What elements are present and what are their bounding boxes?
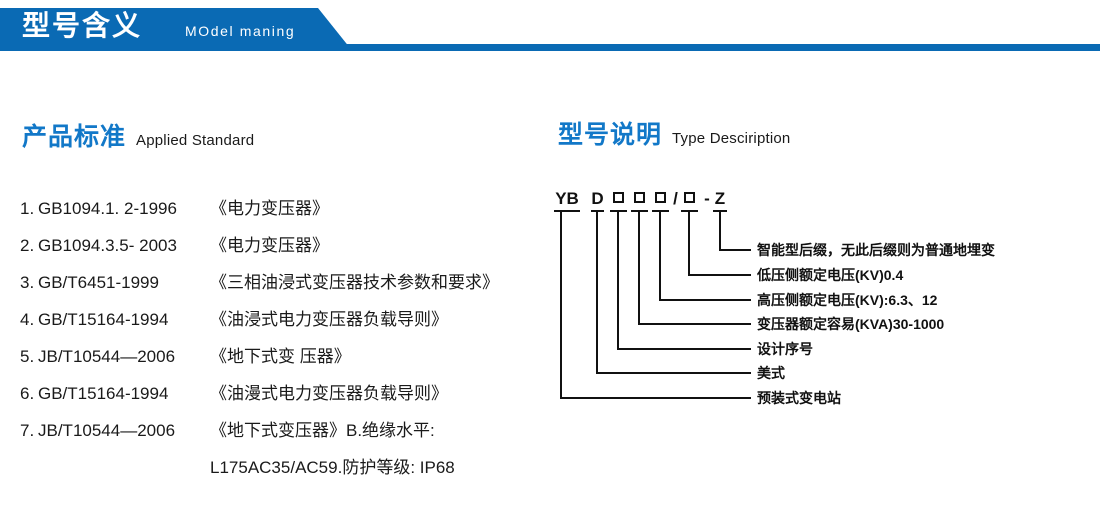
leader-line-z <box>719 211 751 251</box>
list-item: 1. GB1094.1. 2-1996 《电力变压器》 <box>20 190 560 227</box>
standard-index: 4. <box>20 310 35 329</box>
standard-index: 1. <box>20 199 35 218</box>
standard-code: GB/T15164-1994 <box>38 384 169 403</box>
standard-code: JB/T10544—2006 <box>38 347 176 366</box>
standard-index: 3. <box>20 273 35 292</box>
page-header-banner: 型号含义 MOdel maning <box>0 0 1100 60</box>
list-item: 7. JB/T10544—2006 《地下式变压器》B.绝缘水平: <box>20 412 560 449</box>
standard-index: 5. <box>20 347 35 366</box>
section-heading-en: Applied Standard <box>136 132 255 149</box>
banner-blue-shape <box>0 8 350 48</box>
standard-index: 2. <box>20 236 35 255</box>
standard-code: GB1094.3.5- 2003 <box>38 236 177 255</box>
standard-code: GB1094.1. 2-1996 <box>38 199 177 218</box>
model-label-rated-capacity: 变压器额定容易(KVA)30-1000 <box>757 316 945 332</box>
section-heading-cn: 型号说明 <box>558 121 663 149</box>
model-label-american-style: 美式 <box>757 365 785 381</box>
banner-underline-bar <box>0 44 1100 51</box>
square-icon <box>655 192 666 203</box>
code-segment-yb: YB <box>554 188 580 212</box>
leader-line-d <box>596 211 751 374</box>
standard-name: 《地下式变压器》B.绝缘水平: <box>210 421 435 440</box>
standard-code: JB/T10544—2006 <box>38 421 176 440</box>
standard-code: GB/T6451-1999 <box>38 273 159 292</box>
model-label-hv-rated-voltage: 高压侧额定电压(KV):6.3、12 <box>757 292 938 308</box>
leader-line-box-2 <box>638 211 751 325</box>
standard-index: 7. <box>20 421 35 440</box>
square-icon <box>634 192 645 203</box>
model-label-design-serial-number: 设计序号 <box>757 341 813 357</box>
square-icon <box>684 192 695 203</box>
standard-name: 《油漫式电力变压器负载导则》 <box>210 384 448 403</box>
model-label-intelligent-suffix: 智能型后缀，无此后缀则为普通地埋变 <box>757 242 995 258</box>
code-separator-dash: - <box>704 189 710 208</box>
standard-name: 《三相油浸式变压器技术参数和要求》 <box>210 273 499 292</box>
list-item: 4. GB/T15164-1994 《油浸式电力变压器负载导则》 <box>20 301 560 338</box>
standard-name: 《地下式变 压器》 <box>210 347 351 366</box>
leader-lines <box>560 211 751 399</box>
standard-code: GB/T15164-1994 <box>38 310 169 329</box>
model-label-prefab-substation: 预装式变电站 <box>757 390 841 406</box>
list-item: 5. JB/T10544—2006 《地下式变 压器》 <box>20 338 560 375</box>
standard-continuation-line: L175AC35/AC59.防护等级: IP68 <box>210 458 455 477</box>
leader-line-box-3 <box>659 211 751 301</box>
model-code-diagram: YB D / - Z 智能型后缀，无此后缀则为普通地埋变 低压侧额定电 <box>545 180 1090 420</box>
leader-line-box-1 <box>617 211 751 350</box>
applied-standards-list: 1. GB1094.1. 2-1996 《电力变压器》 2. GB1094.3.… <box>20 190 560 486</box>
square-icon <box>613 192 624 203</box>
leader-line-box-4 <box>688 211 751 276</box>
model-label-lv-rated-voltage: 低压侧额定电压(KV)0.4 <box>757 267 904 283</box>
code-separator-slash: / <box>673 189 678 208</box>
standard-index: 6. <box>20 384 35 403</box>
section-heading-type-description: 型号说明 Type Desciription <box>558 115 790 151</box>
list-item: 3. GB/T6451-1999 《三相油浸式变压器技术参数和要求》 <box>20 264 560 301</box>
section-heading-applied-standard: 产品标准 Applied Standard <box>22 117 254 153</box>
standard-name: 《电力变压器》 <box>210 199 329 218</box>
standard-name: 《电力变压器》 <box>210 236 329 255</box>
leader-line-yb <box>560 211 751 399</box>
section-heading-cn: 产品标准 <box>22 123 127 151</box>
banner-title: 型号含义 <box>22 10 143 41</box>
section-heading-en: Type Desciription <box>672 130 791 147</box>
standard-name: 《油浸式电力变压器负载导则》 <box>210 310 448 329</box>
banner-subtitle: MOdel maning <box>185 23 296 39</box>
list-item: 6. GB/T15164-1994 《油漫式电力变压器负载导则》 <box>20 375 560 412</box>
list-item: 2. GB1094.3.5- 2003 《电力变压器》 <box>20 227 560 264</box>
